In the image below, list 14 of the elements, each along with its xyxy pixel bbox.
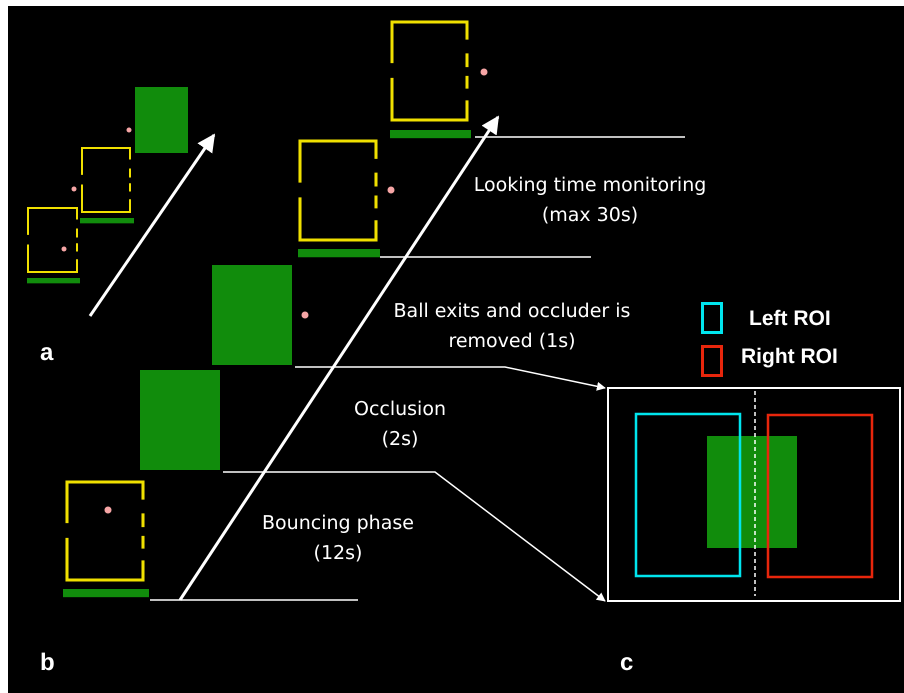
- panel-letter: b: [40, 650, 55, 676]
- panel-letter: a: [40, 340, 54, 366]
- occluder-block: [212, 265, 292, 365]
- phase-label: Occlusion (2s): [340, 394, 460, 454]
- phase-label: Bouncing phase (12s): [250, 508, 426, 568]
- screen-frame: [607, 387, 901, 602]
- connector-arrow: [223, 471, 606, 602]
- legend-label: Left ROI: [749, 307, 831, 331]
- occluder-block: [140, 370, 220, 470]
- panel-letter: c: [620, 650, 634, 676]
- legend-label: Right ROI: [741, 345, 838, 369]
- phase-label: Looking time monitoring (max 30s): [470, 170, 710, 230]
- connector-arrow: [295, 366, 606, 391]
- phase-label: Ball exits and occluder is removed (1s): [387, 296, 637, 356]
